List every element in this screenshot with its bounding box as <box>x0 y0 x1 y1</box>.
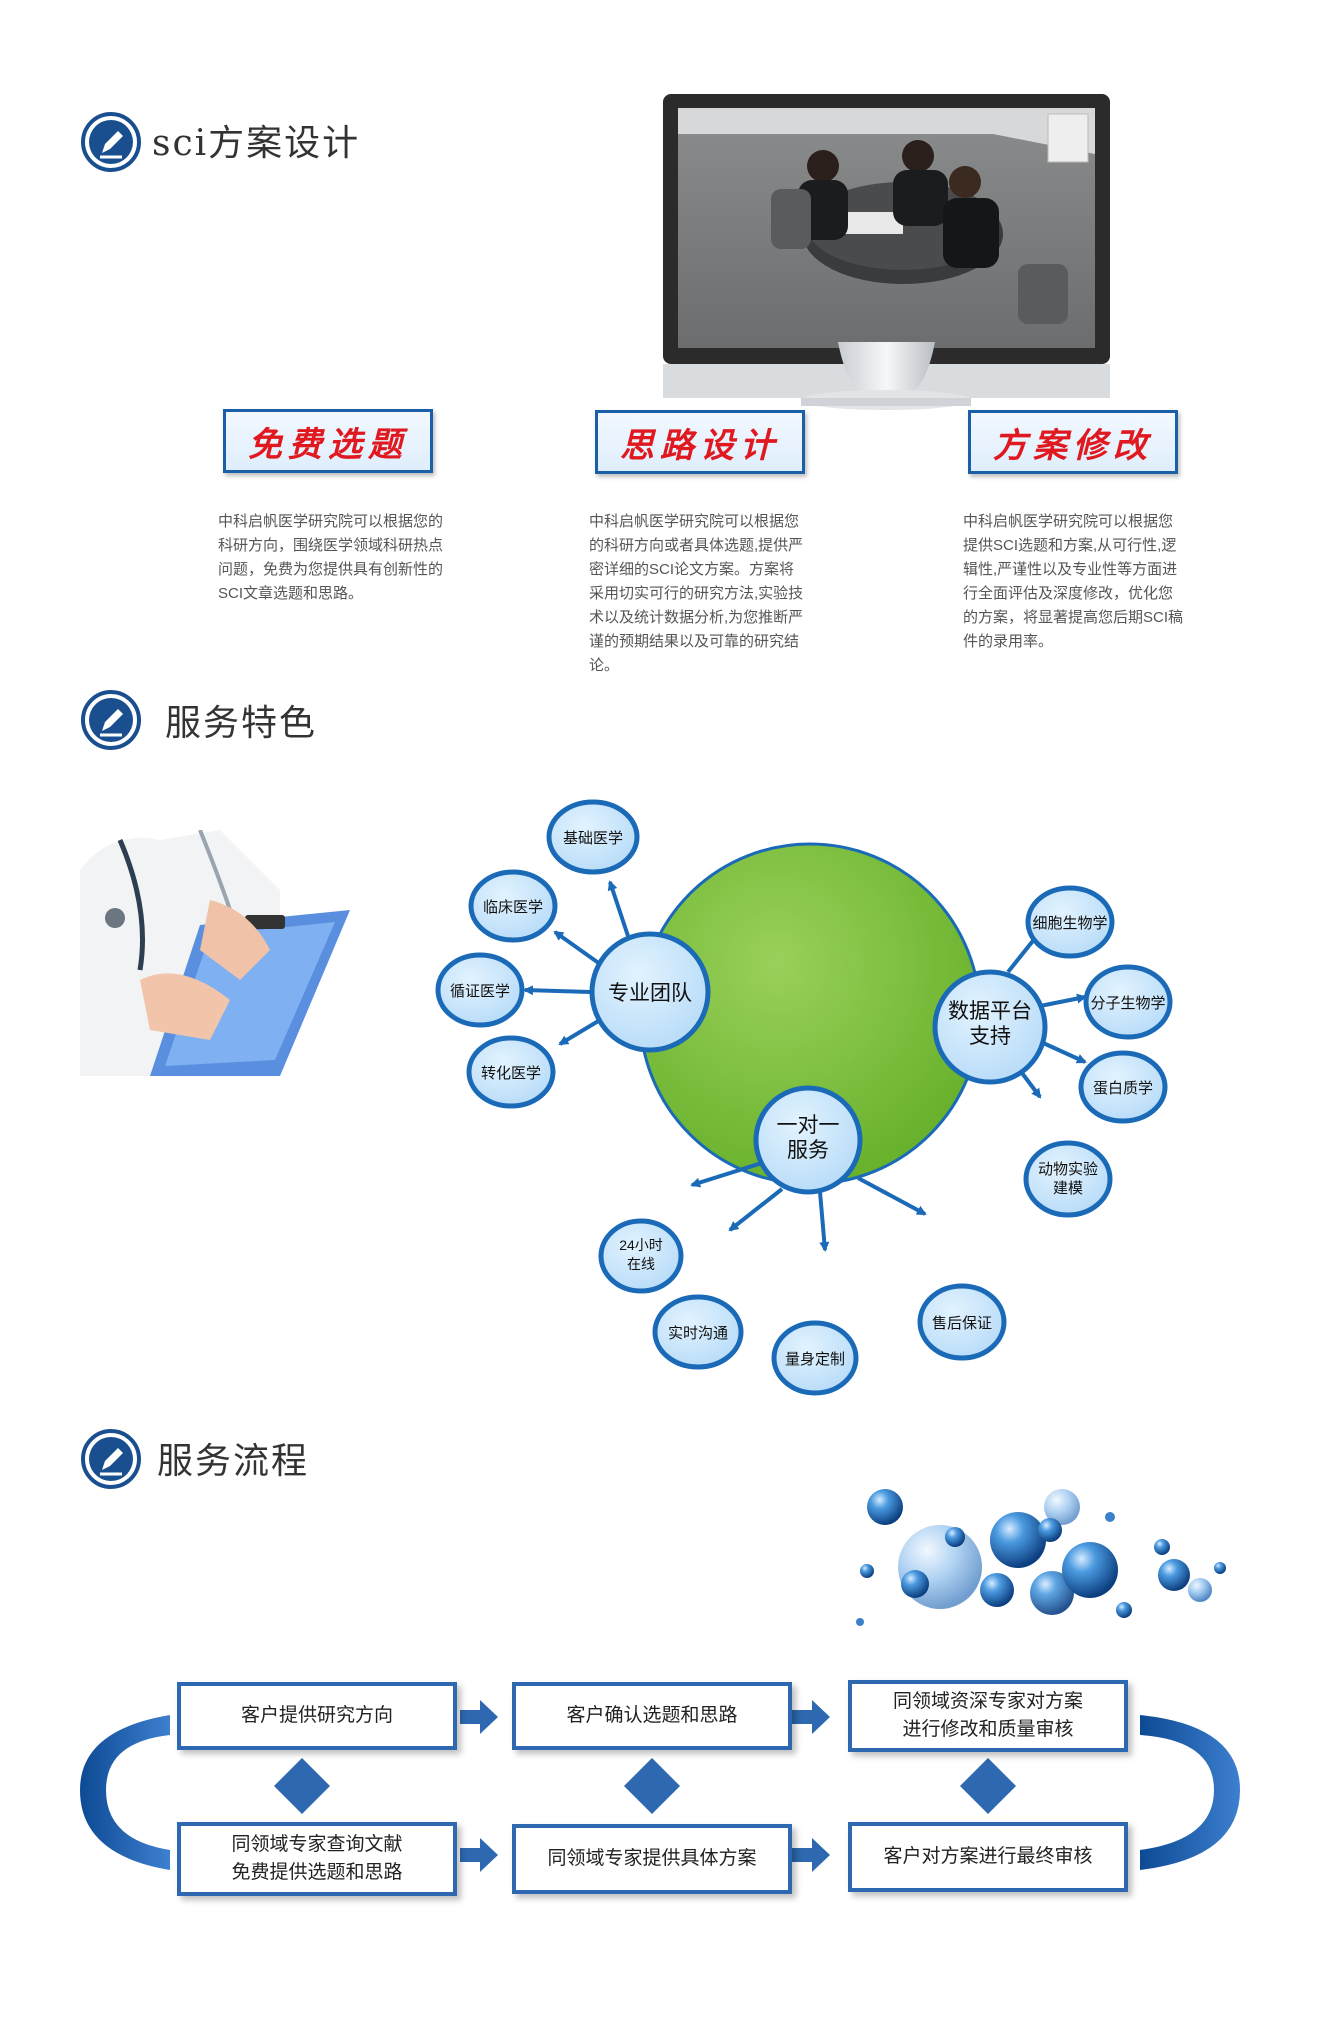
svg-text:细胞生物学: 细胞生物学 <box>1032 915 1107 932</box>
svg-text:基础医学: 基础医学 <box>563 830 623 847</box>
process-step-2: 客户确认选题和思路 <box>512 1682 792 1750</box>
svg-text:蛋白质学: 蛋白质学 <box>1093 1080 1153 1097</box>
process-step-6: 同领域专家查询文献免费提供选题和思路 <box>177 1822 457 1896</box>
section-title-process: 服务流程 <box>157 1441 310 1482</box>
node-molecular-biology: 分子生物学 <box>1083 964 1173 1040</box>
doctor-image <box>80 829 350 1076</box>
desc-free-topic: 中科启帆医学研究院可以根据您的科研方向，围绕医学领域科研热点问题，免费为您提供具… <box>218 513 444 602</box>
section-title-features: 服务特色 <box>165 703 318 744</box>
process-step-1: 客户提供研究方向 <box>177 1682 457 1750</box>
hub-team-label: 专业团队 <box>608 982 692 1005</box>
process-step-4: 客户对方案进行最终审核 <box>848 1822 1128 1892</box>
svg-text:分子生物学: 分子生物学 <box>1090 995 1165 1012</box>
desc-idea-design: 中科启帆医学研究院可以根据您的科研方向或者具体选题,提供严密详细的SCI论文方案… <box>589 513 804 674</box>
svg-text:24小时: 24小时 <box>619 1237 663 1253</box>
node-proteomics: 蛋白质学 <box>1078 1050 1168 1124</box>
node-after-sales: 售后保证 <box>917 1283 1007 1361</box>
molecule-decoration <box>840 1472 1240 1642</box>
node-translational-medicine: 转化医学 <box>466 1035 556 1109</box>
svg-text:建模: 建模 <box>1053 1180 1083 1197</box>
svg-text:量身定制: 量身定制 <box>785 1351 845 1368</box>
hub-service-label-line1: 一对一 <box>777 1114 840 1137</box>
svg-text:转化医学: 转化医学 <box>481 1065 541 1082</box>
label-free-topic: 免费选题 <box>223 409 433 473</box>
svg-text:循证医学: 循证医学 <box>450 983 510 1000</box>
node-evidence-medicine: 循证医学 <box>435 952 525 1028</box>
hub-team: 专业团队 <box>589 931 711 1053</box>
hub-platform-label-line2: 支持 <box>969 1025 1011 1048</box>
pencil-icon <box>80 111 142 173</box>
pencil-icon <box>80 689 142 751</box>
node-customized: 量身定制 <box>771 1320 859 1396</box>
process-flow: 客户提供研究方向 客户确认选题和思路 同领域资深专家对方案进行修改和质量审核 同… <box>80 1680 1240 1920</box>
svg-text:实时沟通: 实时沟通 <box>668 1325 728 1342</box>
section-title-design: sci方案设计 <box>152 123 361 164</box>
hub-platform: 数据平台 支持 <box>932 969 1048 1085</box>
hub-platform-label-line1: 数据平台 <box>948 1000 1032 1023</box>
node-24h-online: 24小时 在线 <box>598 1218 684 1294</box>
svg-text:动物实验: 动物实验 <box>1038 1161 1098 1178</box>
node-clinical-medicine: 临床医学 <box>468 869 558 943</box>
svg-text:临床医学: 临床医学 <box>483 899 543 916</box>
hub-service-label-line2: 服务 <box>787 1139 829 1162</box>
svg-text:在线: 在线 <box>627 1256 655 1272</box>
node-realtime-communication: 实时沟通 <box>652 1294 744 1370</box>
desc-plan-revision: 中科启帆医学研究院可以根据您提供SCI选题和方案,从可行性,逻辑性,严谨性以及专… <box>963 513 1184 650</box>
process-step-6-text: 同领域专家查询文献免费提供选题和思路 <box>231 1834 403 1883</box>
label-idea-design: 思路设计 <box>595 410 805 474</box>
process-step-3: 同领域资深专家对方案进行修改和质量审核 <box>848 1680 1128 1752</box>
label-plan-revision: 方案修改 <box>968 410 1178 474</box>
process-step-3-text: 同领域资深专家对方案进行修改和质量审核 <box>892 1691 1083 1740</box>
node-cell-biology: 细胞生物学 <box>1025 885 1115 959</box>
node-basic-medicine: 基础医学 <box>546 799 640 875</box>
svg-text:售后保证: 售后保证 <box>932 1315 992 1332</box>
process-step-5: 同领域专家提供具体方案 <box>512 1824 792 1894</box>
hub-service: 一对一 服务 <box>753 1085 863 1195</box>
monitor-image <box>663 94 1110 464</box>
features-diagram: 专业团队 数据平台 支持 一对一 服务 基础医学 临床医学 循证医学 转化医学 <box>430 792 1230 1402</box>
node-animal-model: 动物实验 建模 <box>1023 1140 1113 1218</box>
pencil-icon <box>80 1428 142 1490</box>
